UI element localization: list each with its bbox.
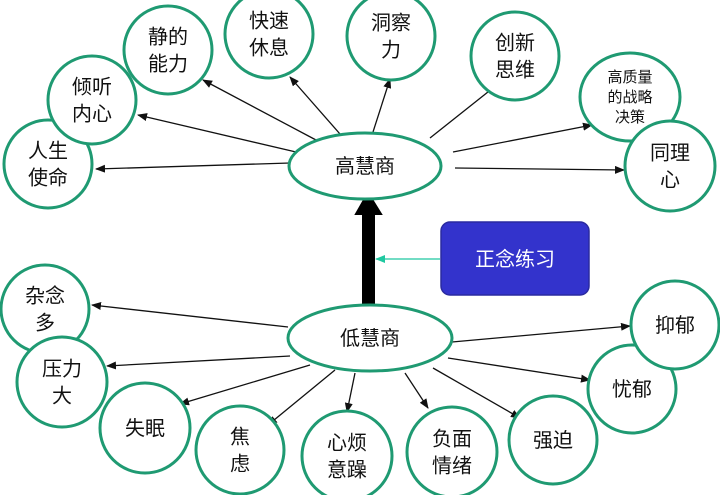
low-node-jiaolv: 焦虑: [194, 404, 286, 495]
node-label-line: 杂念: [25, 284, 65, 308]
node-label-line: 内心: [72, 102, 112, 126]
high-eq-center-node: 高慧商: [287, 131, 443, 201]
high-eq-center-label: 高慧商: [335, 154, 395, 178]
node-label-line: 强迫: [533, 428, 573, 452]
node-label-line: 失眠: [125, 416, 165, 440]
node-circle: [586, 343, 678, 435]
node-label-line: 焦: [230, 425, 250, 449]
node-label-line: 的战略: [607, 88, 652, 106]
low-edge-xinfan: [344, 372, 356, 413]
node-label-line: 洞察: [371, 11, 411, 35]
mindfulness-practice-box: 正念练习: [440, 221, 590, 296]
node-label-line: 意躁: [327, 458, 367, 482]
node-circle: [578, 51, 682, 143]
high-edge-rensheng: [95, 162, 291, 173]
node-label-line: 抑郁: [655, 313, 695, 337]
center-ellipse: [287, 131, 443, 201]
node-circle: [469, 10, 561, 102]
low-edge-shimian: [179, 364, 311, 406]
node-label-line: 能力: [148, 52, 188, 76]
low-edge-youyu: [447, 357, 591, 383]
low-node-zanian: 杂念多: [0, 263, 91, 355]
low-edge-qiangpo: [432, 367, 521, 419]
low-node-qiangpo: 强迫: [507, 394, 599, 486]
node-label-line: 使命: [28, 166, 68, 190]
low-node-yali: 压力大: [15, 335, 109, 429]
node-circle: [507, 394, 599, 486]
node-circle: [623, 119, 717, 213]
low-edge-zanian: [91, 302, 289, 328]
node-circle: [46, 54, 138, 146]
high-node-tongli: 同理心: [623, 119, 717, 213]
low-node-yiyu: 抑郁: [629, 279, 720, 371]
node-label-line: 思维: [495, 58, 535, 82]
high-edge-kuaisu: [289, 76, 341, 135]
node-circle: [15, 335, 109, 429]
node-label-line: 静的: [148, 25, 188, 49]
node-label-line: 心: [660, 168, 680, 192]
node-label-line: 休息: [249, 36, 289, 60]
node-label-line: 忧郁: [612, 377, 652, 401]
growth-arrow-shaft: [362, 210, 375, 306]
node-label-line: 情绪: [432, 454, 472, 478]
high-edge-dongcha: [372, 78, 392, 133]
low-edge-fumian: [404, 372, 429, 409]
node-label-line: 倾听: [72, 75, 112, 99]
high-edge-gaozhiliang: [452, 122, 593, 153]
low-edge-jiaolv: [267, 369, 336, 426]
high-edge-chuangxin: [429, 83, 499, 139]
node-label-line: 大: [52, 384, 72, 408]
node-label-line: 负面: [432, 427, 472, 451]
node-label-line: 决策: [615, 108, 645, 126]
node-label-line: 多: [35, 311, 55, 335]
center-ellipse: [286, 303, 454, 373]
high-edge-tongli: [454, 165, 625, 174]
growth-arrow-head: [354, 191, 383, 215]
node-circle: [345, 0, 437, 82]
high-edge-qingting: [137, 113, 297, 153]
high-edge-jingde: [202, 79, 317, 141]
low-eq-center-node: 低慧商: [286, 303, 454, 373]
node-label-line: 高质量: [607, 68, 652, 86]
low-edge-yali: [106, 355, 291, 370]
node-circle: [405, 405, 499, 495]
node-circle: [300, 409, 394, 495]
node-label-line: 创新: [495, 31, 535, 55]
node-circle: [194, 404, 286, 495]
node-circle: [98, 381, 192, 475]
node-label-line: 心烦: [327, 431, 367, 455]
node-label-line: 快速: [249, 9, 289, 33]
node-label-line: 力: [381, 38, 401, 62]
node-circle: [629, 279, 720, 371]
low-node-shimian: 失眠: [98, 381, 192, 475]
low-node-youyu: 忧郁: [586, 343, 678, 435]
node-circle: [223, 0, 315, 80]
node-label-line: 同理: [650, 141, 690, 165]
node-label-line: 压力: [42, 357, 82, 381]
node-label-line: 虑: [230, 452, 250, 476]
mindfulness-practice-label: 正念练习: [475, 247, 555, 271]
node-circle: [2, 118, 94, 210]
high-node-dongcha: 洞察力: [345, 0, 437, 82]
low-eq-center-label: 低慧商: [340, 326, 400, 350]
node-circle: [122, 4, 214, 96]
node-label-line: 人生: [28, 139, 68, 163]
low-edge-yiyu: [451, 322, 631, 343]
